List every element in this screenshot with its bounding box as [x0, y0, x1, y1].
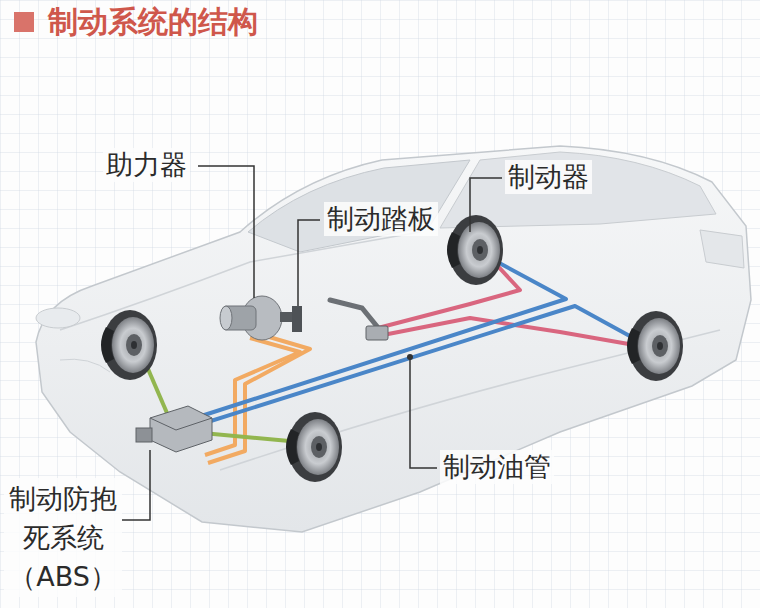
brake-lines	[145, 258, 648, 463]
brake-pedal	[292, 300, 388, 340]
part-label: 制动防抱 死系统 （ABS）	[4, 478, 122, 597]
title-square	[14, 12, 34, 32]
abs-module	[136, 406, 212, 452]
part-label: 制动器	[505, 160, 592, 194]
title: 制动系统的结构	[48, 4, 258, 40]
part-label: 制动踏板	[324, 202, 438, 236]
brake-booster	[220, 296, 294, 340]
car-body	[36, 146, 751, 532]
leader-dot	[407, 354, 413, 360]
part-label: 制动油管	[440, 450, 554, 484]
brake-discs	[101, 215, 683, 482]
part-label: 助力器	[103, 148, 190, 182]
